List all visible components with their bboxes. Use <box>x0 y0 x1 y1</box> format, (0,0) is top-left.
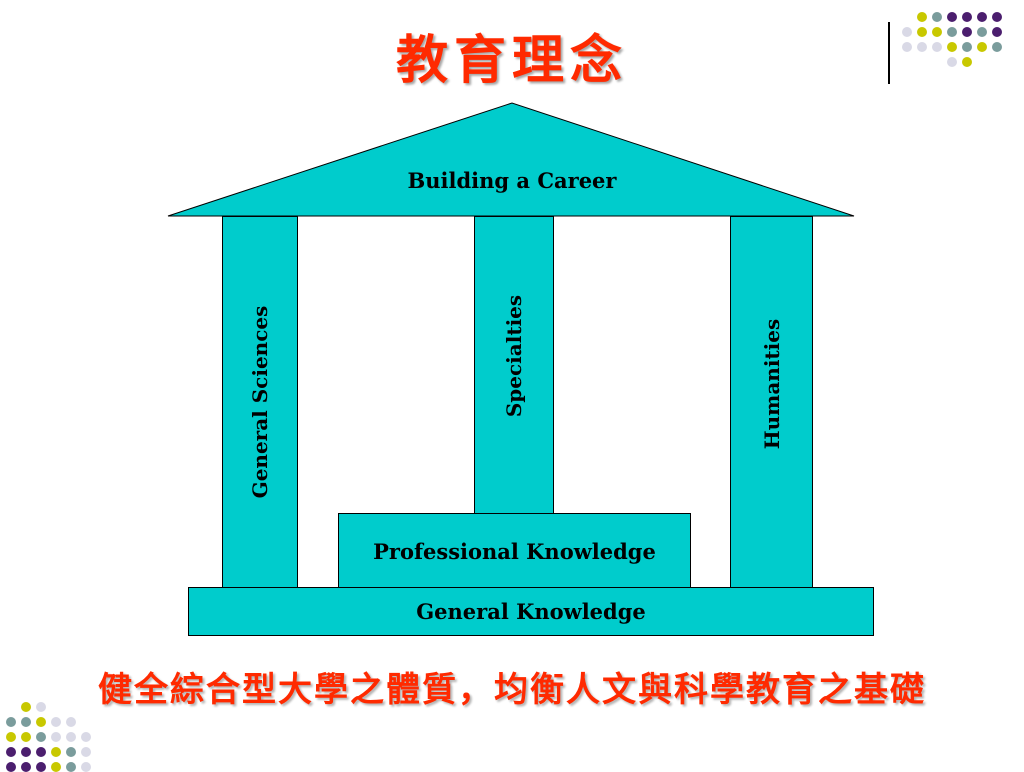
decorative-dot <box>51 717 61 727</box>
pillar-specialties: Specialties <box>474 216 554 514</box>
decorative-dot <box>51 747 61 757</box>
decorative-dot <box>21 702 31 712</box>
pillar-label: General Sciences <box>248 305 272 499</box>
decorative-dot <box>36 732 46 742</box>
decorative-dot <box>6 732 16 742</box>
professional-knowledge-block: Professional Knowledge <box>338 513 691 589</box>
decorative-dot <box>962 27 972 37</box>
decorative-dot <box>977 42 987 52</box>
decorative-dot <box>902 42 912 52</box>
decorative-dot <box>932 12 942 22</box>
page-subtitle: 健全綜合型大學之體質，均衡人文與科學教育之基礎 <box>98 670 926 710</box>
decorative-dot <box>21 732 31 742</box>
decorative-dot <box>36 717 46 727</box>
decorative-dot <box>6 762 16 772</box>
decorative-dot <box>81 762 91 772</box>
decorative-dot <box>66 762 76 772</box>
pillar-label: Humanities <box>759 318 784 449</box>
decorative-dot <box>6 747 16 757</box>
decorative-dot <box>81 747 91 757</box>
decorative-dot <box>917 12 927 22</box>
decorative-dot <box>917 42 927 52</box>
decorative-dot <box>947 42 957 52</box>
decorative-dot <box>977 27 987 37</box>
pillar-humanities: Humanities <box>730 216 813 588</box>
decorative-dot <box>66 717 76 727</box>
decorative-dot <box>962 42 972 52</box>
decorative-dot <box>36 762 46 772</box>
decorative-dot <box>21 762 31 772</box>
decorative-dot <box>21 717 31 727</box>
decorative-dot <box>992 42 1002 52</box>
decorative-dot <box>902 27 912 37</box>
decorative-dot <box>947 12 957 22</box>
decorative-dot <box>36 702 46 712</box>
decorative-dot <box>992 12 1002 22</box>
decorative-dot <box>21 747 31 757</box>
decorative-dot <box>51 762 61 772</box>
decorative-dot <box>992 27 1002 37</box>
decorative-dot <box>977 12 987 22</box>
decorative-dot <box>947 57 957 67</box>
roof-label: Building a Career <box>407 168 617 193</box>
decorative-dot <box>917 27 927 37</box>
decorative-dot <box>962 57 972 67</box>
decorative-dot <box>947 27 957 37</box>
pillar-label: Specialties <box>502 294 526 418</box>
decorative-dot <box>36 747 46 757</box>
decorative-dot <box>81 732 91 742</box>
decorative-dot <box>66 747 76 757</box>
page-title: 教育理念 <box>395 31 628 91</box>
general-knowledge-foundation: General Knowledge <box>188 587 874 636</box>
decorative-dot <box>6 717 16 727</box>
decorative-dot <box>66 732 76 742</box>
pillar-general-sciences: General Sciences <box>222 216 298 588</box>
header-divider <box>888 22 890 84</box>
decorative-dot <box>932 42 942 52</box>
decorative-dot <box>962 12 972 22</box>
decorative-dot <box>51 732 61 742</box>
decorative-dot <box>932 27 942 37</box>
